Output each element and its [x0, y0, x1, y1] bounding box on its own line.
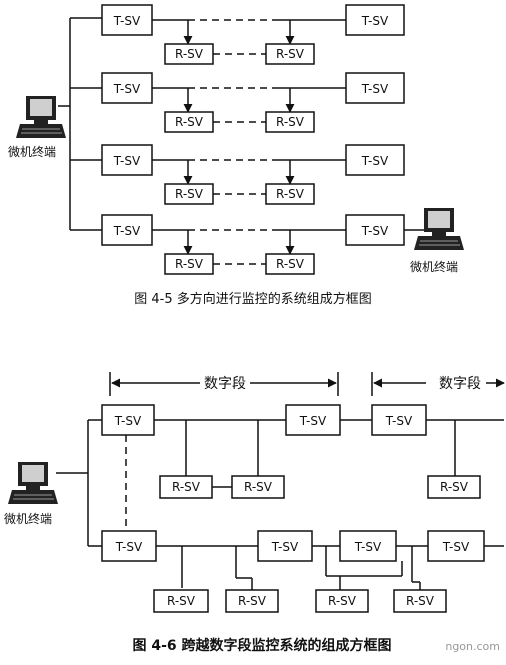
t-sv-label: T-SV — [361, 14, 389, 28]
t-sv-label: T-SV — [354, 540, 382, 554]
t-sv-label: T-SV — [442, 540, 470, 554]
r-sv-label: R-SV — [175, 187, 204, 201]
t-sv-label: T-SV — [299, 414, 327, 428]
t-sv-label: T-SV — [385, 414, 413, 428]
r-sv-box — [265, 43, 315, 65]
terminal-label-right: 微机终端 — [410, 259, 458, 274]
row-3: T-SV T-SV R-SV R-SV — [101, 144, 405, 205]
computer-terminal-icon — [8, 462, 58, 504]
r-sv-label: R-SV — [276, 47, 305, 61]
r-sv-label: R-SV — [172, 480, 201, 494]
figure-4-6: 数字段 数字段 微机终端 T-SV T-SV T-SV — [4, 372, 505, 654]
r-sv-label: R-SV — [406, 594, 435, 608]
r-sv-label: R-SV — [276, 257, 305, 271]
t-sv-box — [101, 4, 153, 36]
watermark: ngon.com — [445, 640, 500, 653]
t-sv-label: T-SV — [361, 82, 389, 96]
t-sv-label: T-SV — [115, 540, 143, 554]
figure-4-5-caption: 图 4-5 多方向进行监控的系统组成方框图 — [134, 291, 372, 307]
row-4: T-SV T-SV R-SV R-SV — [101, 214, 424, 275]
r-sv-label: R-SV — [328, 594, 357, 608]
t-sv-label: T-SV — [113, 154, 141, 168]
r-sv-label: R-SV — [175, 115, 204, 129]
t-sv-label: T-SV — [271, 540, 299, 554]
r-sv-label: R-SV — [276, 187, 305, 201]
t-sv-label: T-SV — [113, 82, 141, 96]
computer-terminal-icon — [414, 208, 464, 250]
t-sv-label: T-SV — [114, 414, 142, 428]
t-sv-box — [345, 4, 405, 36]
segment-label-2: 数字段 — [439, 376, 481, 392]
r-sv-label: R-SV — [276, 115, 305, 129]
t-sv-label: T-SV — [361, 154, 389, 168]
row-1: T-SV T-SV R-SV R-SV — [101, 4, 405, 65]
r-sv-label: R-SV — [244, 480, 273, 494]
segment-label-1: 数字段 — [204, 376, 246, 392]
r-sv-label: R-SV — [238, 594, 267, 608]
t-sv-label: T-SV — [113, 14, 141, 28]
terminal-label: 微机终端 — [4, 511, 52, 526]
terminal-label-left: 微机终端 — [8, 144, 56, 159]
t-sv-label: T-SV — [113, 224, 141, 238]
r-sv-label: R-SV — [175, 257, 204, 271]
r-sv-label: R-SV — [440, 480, 469, 494]
row-2: T-SV T-SV R-SV R-SV — [101, 72, 405, 133]
figure-4-6-caption: 图 4-6 跨越数字段监控系统的组成方框图 — [132, 637, 391, 654]
r-sv-label: R-SV — [175, 47, 204, 61]
figure-4-5: 微机终端 T-SV T-SV R-SV R-SV T-SV — [8, 4, 464, 307]
r-sv-label: R-SV — [167, 594, 196, 608]
t-sv-label: T-SV — [361, 224, 389, 238]
computer-terminal-icon — [16, 96, 66, 138]
